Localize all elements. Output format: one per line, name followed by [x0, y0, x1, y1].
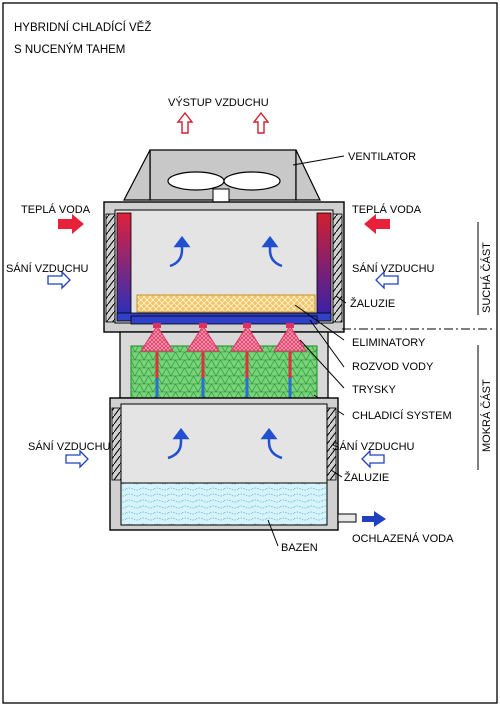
fan-housing-left-slope	[123, 149, 151, 201]
nozzle-label: TRYSKY	[352, 384, 396, 396]
air-intake-label-upper-left: SÁNÍ VZDUCHU	[6, 262, 89, 275]
louver-upper-right	[332, 213, 343, 323]
eliminator-leader	[294, 304, 345, 341]
outlet-pipe	[337, 513, 357, 523]
air-intake-label-lower-right: SÁNÍ VZDUCHU	[332, 440, 415, 453]
cooled-water-arrow	[362, 511, 386, 527]
air-flow-arrow-upper-right	[261, 235, 283, 268]
warm-water-arrow-left	[58, 214, 84, 234]
air-flow-arrow-lower-right	[260, 427, 283, 460]
louver-lower-right	[326, 407, 337, 481]
nozzle-3-icon	[230, 323, 264, 352]
louver-lower-label: ŽALUZIE	[344, 471, 389, 484]
cooled-water-label: OCHLAZENÁ VODA	[352, 532, 454, 545]
eliminator-label: ELIMINATORY	[352, 337, 426, 349]
basin-water	[120, 482, 328, 526]
eliminator-block	[136, 294, 316, 313]
water-distribution-pipe	[130, 315, 318, 325]
air-outlet-label: VÝSTUP VZDUCHU	[168, 96, 269, 109]
air-outlet-arrow-left	[176, 111, 194, 134]
page-border	[2, 2, 498, 704]
air-intake-label-lower-left: SÁNÍ VZDUCHU	[28, 440, 111, 453]
air-intake-arrow-lower-left	[65, 449, 89, 469]
air-outlet-arrow-right	[252, 111, 270, 134]
air-intake-arrow-lower-right	[361, 449, 385, 469]
louver-upper-leader	[335, 295, 347, 304]
nozzle-leader	[299, 339, 345, 389]
coil-right	[316, 212, 332, 322]
warm-water-label-right: TEPLÁ VODA	[352, 203, 422, 216]
dry-section-label: SUCHÁ ČÁST	[480, 242, 493, 313]
louver-lower-leader	[330, 469, 343, 478]
title-line-2: S NUCENÝM TAHEM	[14, 43, 125, 56]
title-line-1: HYBRIDNÍ CHLADÍCÍ VĚŽ	[14, 21, 151, 34]
nozzle-1-icon	[140, 323, 174, 352]
distribution-label: ROZVOD VODY	[352, 361, 434, 373]
air-flow-arrow-upper-left	[169, 235, 191, 268]
cooling-fill	[130, 345, 318, 399]
ventilator-leader	[292, 155, 345, 166]
distribution-leader	[309, 319, 345, 368]
nozzle-4-icon	[273, 323, 307, 352]
air-intake-arrow-upper-right	[375, 270, 399, 290]
ventilator-label: VENTILATOR	[348, 151, 416, 163]
louver-upper-left	[105, 213, 116, 323]
coil-left	[116, 212, 132, 322]
warm-water-label-left: TEPLÁ VODA	[21, 203, 91, 216]
air-intake-arrow-upper-left	[47, 270, 71, 290]
cooling-system-label: CHLADICÍ SYSTEM	[352, 409, 452, 422]
louver-lower-left	[111, 407, 122, 481]
nozzle-2-icon	[186, 323, 220, 352]
fan-housing-right-slope	[295, 149, 321, 201]
air-intake-label-upper-right: SÁNÍ VZDUCHU	[352, 262, 435, 275]
basin-label: BAZEN	[281, 542, 318, 554]
wet-section-label: MOKRÁ ČÁST	[480, 379, 493, 452]
basin-leader	[267, 519, 279, 547]
louver-upper-label: ŽALUZIE	[350, 297, 395, 310]
air-flow-arrow-lower-left	[167, 427, 190, 460]
fan-icon	[167, 171, 281, 205]
warm-water-arrow-right	[364, 214, 390, 234]
